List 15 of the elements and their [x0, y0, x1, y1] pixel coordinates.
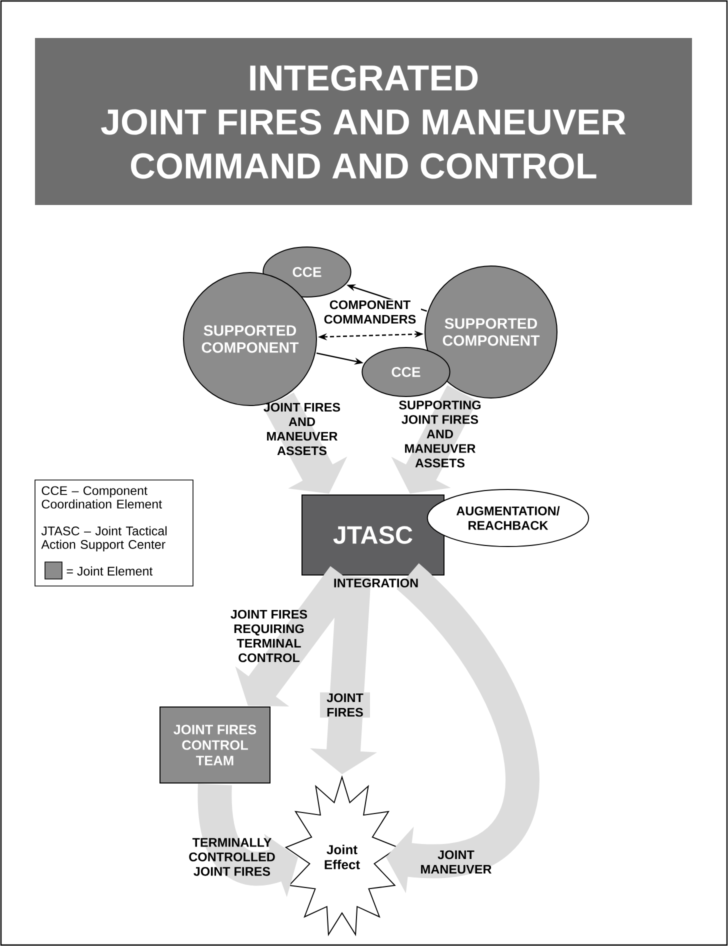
ellipse-node: CCE: [362, 347, 450, 397]
caption-text: INTEGRATION: [334, 578, 418, 588]
element-box: JTASC: [302, 494, 444, 576]
legend-text: CCE – Component Coordination Element: [42, 486, 162, 509]
legend-text: JTASC – Joint Tactical Action Support Center: [41, 526, 167, 552]
legend-label: = Joint Element: [66, 566, 153, 576]
edge-label: SUPPORTING JOINT FIRES AND MANEUVER ASSETS: [399, 400, 481, 468]
edge-label: JOINT MANEUVER: [421, 850, 492, 874]
edge-label: JOINT FIRES REQUIRING TERMINAL CONTROL: [230, 610, 308, 662]
edge-label: COMPONENT COMMANDERS: [319, 299, 421, 325]
element-box: JOINT FIRES CONTROL TEAM: [160, 706, 270, 784]
ellipse-node: AUGMENTATION/ REACHBACK: [426, 489, 590, 547]
edge-label: JOINT FIRES: [320, 692, 370, 718]
edge-label: TERMINALLY CONTROLLED JOINT FIRES: [189, 838, 275, 876]
title-banner: INTEGRATED JOINT FIRES AND MANEUVER COMMAND AND CONTROL: [35, 38, 692, 205]
